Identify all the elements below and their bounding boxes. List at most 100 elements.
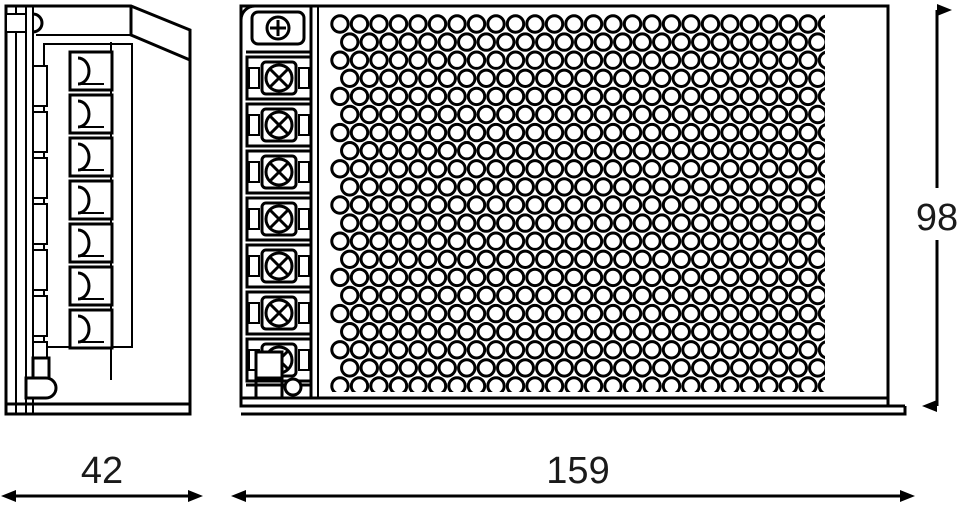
vent-hole bbox=[603, 376, 623, 392]
vent-hole bbox=[388, 231, 409, 251]
vent-hole bbox=[486, 159, 506, 179]
vent-hole bbox=[544, 14, 565, 34]
screw-terminal bbox=[245, 290, 313, 336]
vent-hole bbox=[583, 303, 604, 324]
vent-hole bbox=[476, 177, 496, 197]
vent-hole bbox=[798, 340, 818, 360]
vent-hole bbox=[379, 322, 399, 342]
vent-hole bbox=[427, 122, 448, 143]
vent-hole bbox=[398, 358, 418, 378]
vent-hole bbox=[632, 32, 652, 52]
vent-hole bbox=[681, 195, 701, 215]
vent-hole bbox=[603, 195, 623, 215]
vent-hole bbox=[496, 285, 516, 306]
vent-hole bbox=[583, 86, 604, 107]
vent-hole bbox=[691, 68, 711, 89]
vent-hole bbox=[574, 104, 594, 125]
side-view-mounting-tab bbox=[5, 13, 27, 33]
vent-hole bbox=[749, 358, 769, 378]
vent-hole bbox=[671, 285, 691, 306]
vent-hole bbox=[515, 285, 535, 306]
vent-hole bbox=[642, 376, 662, 392]
dimension-42-label: 42 bbox=[81, 450, 123, 492]
vent-hole bbox=[798, 267, 818, 288]
vent-hole bbox=[379, 104, 399, 125]
vent-hole bbox=[691, 249, 711, 269]
vent-hole bbox=[593, 141, 613, 161]
vent-hole bbox=[769, 249, 789, 269]
vent-hole bbox=[408, 231, 428, 251]
vent-hole bbox=[330, 376, 350, 392]
vent-hole bbox=[720, 231, 740, 251]
vent-hole bbox=[525, 195, 545, 215]
vent-hole bbox=[661, 50, 682, 70]
vent-hole bbox=[769, 68, 789, 89]
vent-hole bbox=[564, 267, 584, 288]
vent-hole bbox=[700, 340, 721, 360]
vent-hole bbox=[720, 14, 740, 34]
vent-hole bbox=[515, 249, 535, 269]
vent-hole bbox=[564, 195, 584, 215]
vent-hole bbox=[593, 104, 613, 125]
dimension-159-label: 159 bbox=[546, 450, 609, 492]
vent-hole bbox=[340, 177, 360, 197]
vent-hole bbox=[408, 50, 428, 70]
vent-hole bbox=[808, 213, 825, 233]
vent-hole bbox=[427, 303, 448, 324]
vent-hole bbox=[525, 303, 545, 324]
vent-hole bbox=[505, 231, 526, 251]
vent-hole bbox=[427, 86, 448, 107]
vent-hole bbox=[691, 177, 711, 197]
vent-hole bbox=[593, 285, 613, 306]
vent-hole bbox=[408, 122, 428, 143]
side-view-terminal-blocks bbox=[68, 50, 114, 350]
vent-hole bbox=[739, 376, 760, 392]
front-view-port-walls bbox=[254, 378, 284, 398]
vent-hole bbox=[710, 249, 730, 269]
screw-terminal bbox=[245, 102, 313, 148]
vent-hole bbox=[496, 177, 516, 197]
vent-hole bbox=[574, 322, 594, 342]
vent-hole bbox=[593, 32, 613, 52]
vent-hole bbox=[437, 177, 457, 197]
vent-hole bbox=[749, 104, 769, 125]
vent-hole bbox=[652, 249, 672, 269]
vent-hole bbox=[525, 340, 545, 360]
vent-hole bbox=[496, 32, 516, 52]
vent-hole bbox=[486, 303, 506, 324]
vent-hole bbox=[359, 141, 379, 161]
vent-hole bbox=[720, 267, 740, 288]
vent-hole bbox=[486, 195, 506, 215]
vent-hole bbox=[603, 231, 623, 251]
vent-hole bbox=[603, 267, 623, 288]
vent-hole bbox=[398, 141, 418, 161]
vent-hole bbox=[700, 86, 721, 107]
vent-hole bbox=[730, 322, 750, 342]
vent-hole bbox=[671, 68, 691, 89]
vent-hole bbox=[778, 122, 799, 143]
vent-hole bbox=[447, 50, 467, 70]
vent-hole bbox=[388, 303, 409, 324]
vent-hole bbox=[408, 14, 428, 34]
vent-hole bbox=[652, 68, 672, 89]
vent-hole bbox=[583, 376, 604, 392]
vent-hole bbox=[379, 358, 399, 378]
vent-hole bbox=[457, 32, 477, 52]
vent-hole bbox=[505, 303, 526, 324]
vent-hole bbox=[486, 86, 506, 107]
vent-hole bbox=[720, 122, 740, 143]
vent-hole bbox=[398, 322, 418, 342]
vent-hole bbox=[749, 213, 769, 233]
vent-hole bbox=[788, 104, 808, 125]
vent-hole bbox=[535, 322, 555, 342]
vent-hole bbox=[710, 104, 730, 125]
vent-hole bbox=[681, 303, 701, 324]
screw-terminal bbox=[245, 243, 313, 289]
vent-hole bbox=[447, 14, 467, 34]
vent-hole bbox=[583, 231, 604, 251]
vent-hole bbox=[427, 50, 448, 70]
vent-hole bbox=[476, 213, 496, 233]
vent-hole bbox=[437, 141, 457, 161]
vent-hole bbox=[710, 213, 730, 233]
vent-hole bbox=[496, 68, 516, 89]
